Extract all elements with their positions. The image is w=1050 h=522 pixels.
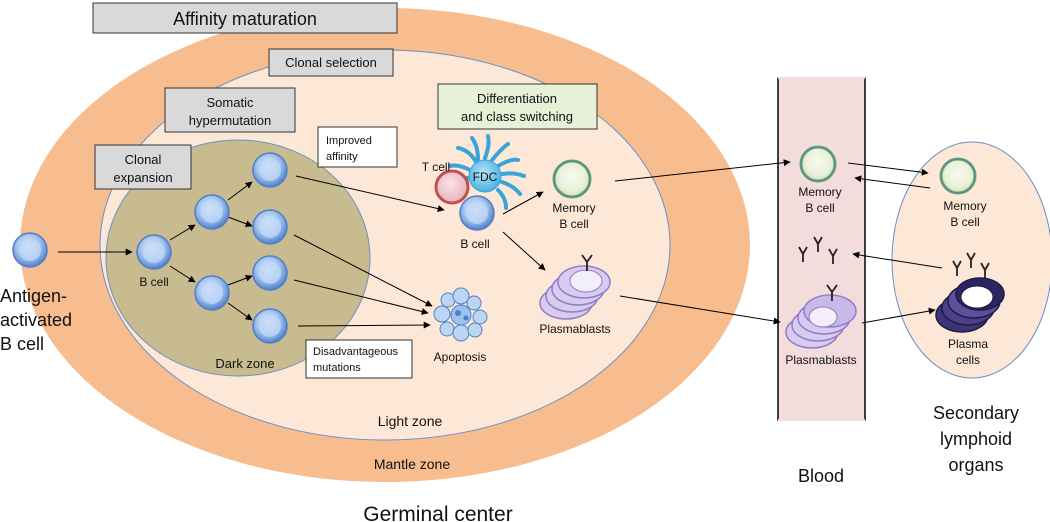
improved-affinity-label-2: affinity [326, 151, 358, 163]
b-cell-light-zone [459, 195, 495, 231]
light-zone-label: Light zone [378, 413, 443, 429]
plasmablasts-blood [785, 284, 857, 349]
arrow-cell6-to-cell5 [227, 302, 253, 321]
apoptosis-cell [433, 287, 488, 342]
dividing-b-cell-1 [252, 152, 288, 188]
disadvantageous-label-2: mutations [313, 362, 361, 374]
antibodies-blood [798, 236, 838, 264]
antigen-activated-label-1: Antigen- [0, 286, 67, 306]
plasma-cells-label-2: cells [956, 353, 980, 367]
arrow-cell6-to-cell4 [227, 274, 253, 286]
antigen-activated-label-2: activated [0, 310, 72, 330]
memory-b-cell-secondary [939, 157, 977, 195]
apoptosis-label: Apoptosis [434, 350, 487, 364]
clonal-expansion-label-2: expansion [113, 170, 172, 185]
blood-label: Blood [798, 466, 844, 486]
arrow-cell4-to-apoptosis [293, 279, 429, 315]
clonal-expansion-label-1: Clonal [125, 152, 162, 167]
clonal-selection-label: Clonal selection [285, 55, 377, 70]
differentiation-box: Differentiation and class switching [437, 83, 598, 130]
secondary-label-3: organs [948, 455, 1003, 475]
plasma-cells-label-1: Plasma [948, 337, 988, 351]
dividing-b-cell-6 [194, 275, 230, 311]
t-cell-label: T cell [422, 160, 450, 174]
arrow-cell3-to-apoptosis [293, 234, 433, 307]
dividing-b-cell-5 [252, 308, 288, 344]
memory-secondary-label-2: B cell [950, 215, 979, 229]
differentiation-label-2: and class switching [461, 109, 573, 124]
memory-gc-label-2: B cell [559, 217, 588, 231]
arrow-bcell-to-memory [502, 191, 544, 215]
affinity-maturation-box: Affinity maturation [92, 2, 398, 34]
fdc-label: FDC [473, 170, 498, 184]
improved-affinity-label-1: Improved [326, 135, 372, 147]
arrow-bcell-to-plasmablasts [502, 231, 546, 271]
antigen-activated-label-3: B cell [0, 334, 44, 354]
dark-zone [105, 139, 371, 377]
text-labels: Antigen- activated B cell B cell Dark zo… [0, 160, 1019, 522]
arrow-memory-gc-to-blood [614, 159, 791, 182]
secondary-label-2: lymphoid [940, 429, 1012, 449]
fdc-cell [448, 134, 526, 210]
arrow-b-to-cell2 [169, 224, 196, 241]
disadvantageous-label-1: Disadvantageous [313, 346, 399, 358]
somatic-hypermutation-box: Somatic hypermutation [164, 87, 296, 133]
arrows [58, 159, 943, 329]
b-cell-dark-zone [136, 234, 172, 270]
somatic-hypermutation-label-2: hypermutation [189, 113, 271, 128]
arrow-cell5-to-apoptosis [297, 321, 431, 329]
arrow-cell1-to-bcell-light [295, 175, 445, 213]
arrow-antibody-secondary-to-blood [852, 251, 943, 269]
dividing-b-cell-3 [252, 209, 288, 245]
plasma-cells-secondary [935, 277, 1005, 333]
improved-affinity-box: Improved affinity [317, 126, 398, 168]
differentiation-label-1: Differentiation [477, 91, 557, 106]
arrow-memory-blood-to-secondary [847, 162, 929, 176]
t-cell [434, 169, 470, 205]
somatic-hypermutation-label-1: Somatic [207, 95, 254, 110]
antibody-glyph [581, 254, 593, 271]
b-cell-dark-label: B cell [139, 275, 168, 289]
memory-blood-label-2: B cell [805, 201, 834, 215]
arrow-plasmablast-gc-to-blood [619, 295, 781, 325]
b-cell-light-label: B cell [460, 237, 489, 251]
plasmablasts-gc [539, 254, 611, 320]
memory-b-cell-blood [799, 145, 837, 183]
antibody-glyph [826, 284, 838, 301]
memory-gc-label-1: Memory [552, 201, 595, 215]
mantle-zone-label: Mantle zone [374, 456, 450, 472]
arrow-cell2-to-cell1 [227, 181, 253, 201]
dividing-b-cell-2 [194, 194, 230, 230]
disadvantageous-mutations-box: Disadvantageous mutations [305, 339, 413, 379]
clonal-selection-box: Clonal selection [268, 48, 394, 77]
arrow-b-to-cell6 [169, 265, 196, 283]
arrow-memory-secondary-to-blood [854, 175, 931, 189]
memory-secondary-label-1: Memory [943, 199, 986, 213]
germinal-center-label: Germinal center [363, 503, 512, 522]
arrow-plasmablast-blood-to-secondary [861, 307, 936, 324]
dark-zone-label: Dark zone [215, 356, 274, 371]
dividing-b-cell-4 [252, 255, 288, 291]
memory-b-cell-gc [552, 159, 592, 199]
memory-blood-label-1: Memory [798, 185, 841, 199]
antibodies-secondary [952, 252, 990, 278]
antigen-activated-b-cell [12, 232, 48, 268]
plasmablasts-blood-label: Plasmablasts [785, 353, 856, 367]
arrow-cell2-to-cell3 [227, 216, 253, 228]
secondary-label-1: Secondary [933, 403, 1019, 423]
blood-vessel [777, 77, 866, 421]
plasmablasts-gc-label: Plasmablasts [539, 322, 610, 336]
clonal-expansion-box: Clonal expansion [94, 144, 192, 190]
affinity-maturation-label: Affinity maturation [173, 9, 317, 29]
